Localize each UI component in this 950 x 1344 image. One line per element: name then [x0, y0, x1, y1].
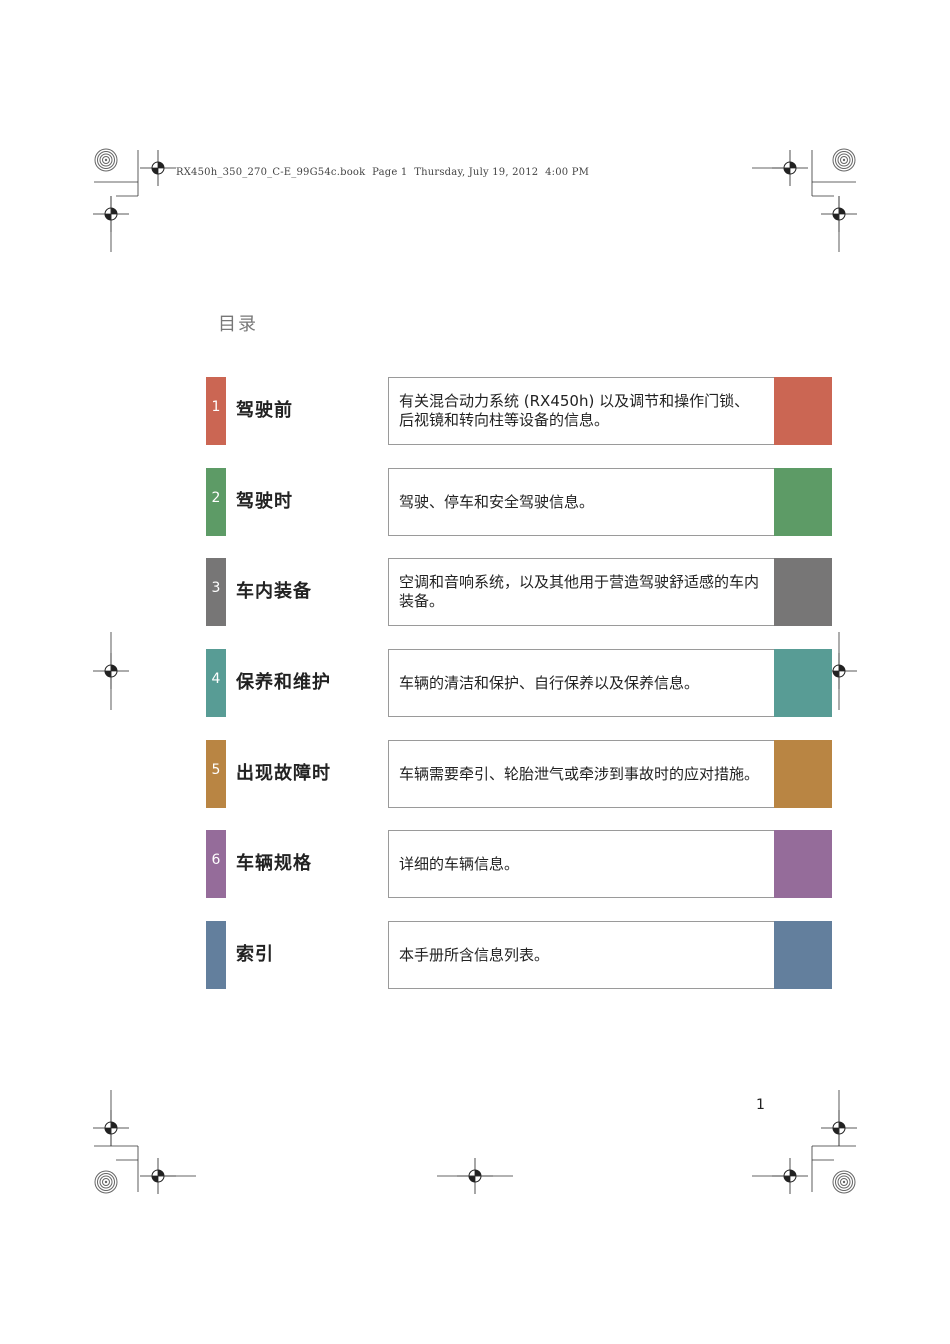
page-number: 1 [756, 1097, 765, 1113]
chapter-color-tab[interactable] [774, 921, 832, 989]
chapter-row-6[interactable]: 6 车辆规格 详细的车辆信息。 [206, 830, 832, 898]
chapter-row-1[interactable]: 1 驾驶前 有关混合动力系统 (RX450h) 以及调节和操作门锁、后视镜和转向… [206, 377, 832, 445]
chapter-title[interactable]: 索引 [236, 944, 274, 965]
chapter-row-4[interactable]: 4 保养和维护 车辆的清洁和保护、自行保养以及保养信息。 [206, 649, 832, 717]
chapter-color-tab[interactable] [774, 377, 832, 445]
chapter-title[interactable]: 车辆规格 [236, 853, 312, 874]
chapter-number-bar: 6 [206, 830, 226, 898]
chapter-description: 本手册所含信息列表。 [399, 945, 550, 964]
registration-mark [139, 149, 177, 187]
chapter-number: 4 [211, 671, 221, 687]
registration-mark [94, 148, 118, 172]
chapter-description-box: 车辆需要牵引、轮胎泄气或牵涉到事故时的应对措施。 [388, 740, 832, 808]
chapter-description: 有关混合动力系统 (RX450h) 以及调节和操作门锁、后视镜和转向柱等设备的信… [399, 392, 750, 429]
chapter-title[interactable]: 驾驶时 [236, 491, 293, 512]
chapter-number-bar: 3 [206, 558, 226, 626]
chapter-title[interactable]: 驾驶前 [236, 400, 293, 421]
chapter-color-tab[interactable] [774, 740, 832, 808]
chapter-title[interactable]: 保养和维护 [236, 672, 331, 693]
chapter-number-bar: 5 [206, 740, 226, 808]
registration-mark [94, 1170, 118, 1194]
chapter-row-3[interactable]: 3 车内装备 空调和音响系统，以及其他用于营造驾驶舒适感的车内装备。 [206, 558, 832, 626]
chapter-color-tab[interactable] [774, 649, 832, 717]
chapter-description: 车辆需要牵引、轮胎泄气或牵涉到事故时的应对措施。 [399, 764, 760, 783]
chapter-row-index[interactable]: 索引 本手册所含信息列表。 [206, 921, 832, 989]
chapter-description-box: 驾驶、停车和安全驾驶信息。 [388, 468, 832, 536]
chapter-description: 详细的车辆信息。 [399, 854, 520, 873]
chapter-number-bar: 2 [206, 468, 226, 536]
print-header: RX450h_350_270_C-E_99G54c.book Page 1 Th… [176, 167, 590, 178]
chapter-row-2[interactable]: 2 驾驶时 驾驶、停车和安全驾驶信息。 [206, 468, 832, 536]
chapter-number-bar: 4 [206, 649, 226, 717]
registration-mark [832, 148, 856, 172]
chapter-number: 5 [211, 762, 221, 778]
chapter-description-box: 详细的车辆信息。 [388, 830, 832, 898]
chapter-title[interactable]: 车内装备 [236, 581, 312, 602]
chapter-number-bar: 1 [206, 377, 226, 445]
chapter-number: 6 [211, 852, 221, 868]
toc-title: 目录 [218, 314, 258, 335]
chapter-number: 1 [211, 399, 221, 415]
chapter-description-box: 空调和音响系统，以及其他用于营造驾驶舒适感的车内装备。 [388, 558, 832, 626]
chapter-color-tab[interactable] [774, 830, 832, 898]
chapter-color-tab[interactable] [774, 468, 832, 536]
registration-mark [832, 1170, 856, 1194]
chapter-color-tab[interactable] [774, 558, 832, 626]
chapter-row-5[interactable]: 5 出现故障时 车辆需要牵引、轮胎泄气或牵涉到事故时的应对措施。 [206, 740, 832, 808]
chapter-number: 3 [211, 580, 221, 596]
chapter-title[interactable]: 出现故障时 [236, 763, 331, 784]
chapter-description: 车辆的清洁和保护、自行保养以及保养信息。 [399, 673, 700, 692]
chapter-description: 驾驶、停车和安全驾驶信息。 [399, 492, 595, 511]
chapter-description-box: 本手册所含信息列表。 [388, 921, 832, 989]
chapter-description: 空调和音响系统，以及其他用于营造驾驶舒适感的车内装备。 [399, 573, 760, 610]
chapter-description-box: 有关混合动力系统 (RX450h) 以及调节和操作门锁、后视镜和转向柱等设备的信… [388, 377, 832, 445]
chapter-description-box: 车辆的清洁和保护、自行保养以及保养信息。 [388, 649, 832, 717]
chapter-number-bar [206, 921, 226, 989]
chapter-number: 2 [211, 490, 221, 506]
